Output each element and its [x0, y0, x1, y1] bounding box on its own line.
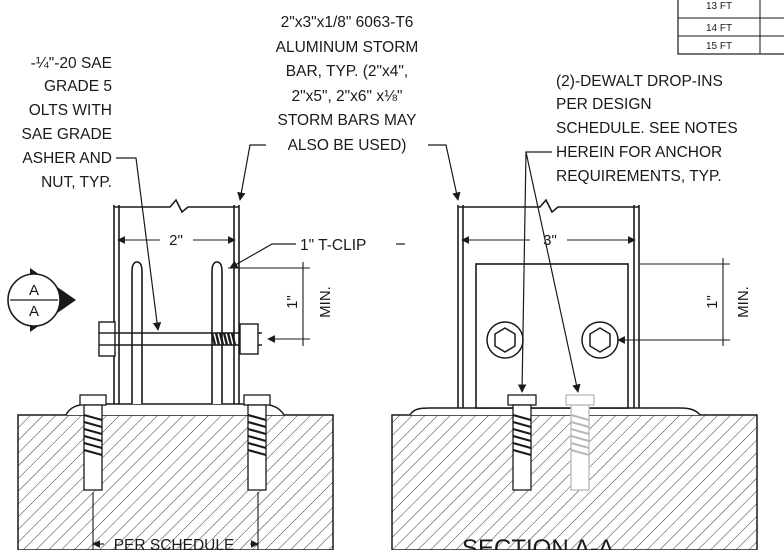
storm-bar-leader-right: [428, 144, 461, 201]
svg-text:-¼"-20 SAE: -¼"-20 SAE: [31, 55, 112, 72]
storm-bar-right: [457, 198, 640, 408]
hex-bolt-right-1: [486, 321, 524, 359]
svg-text:OLTS WITH: OLTS WITH: [29, 102, 112, 119]
svg-text:STORM BARS MAY: STORM BARS MAY: [278, 112, 417, 129]
section-title: SECTION A-A: [462, 535, 614, 550]
hex-bolt-right-2: [581, 321, 619, 359]
storm-bar-note: 2"x3"x1/8" 6063-T6 ALUMINUM STORM BAR, T…: [276, 14, 419, 154]
min-label-right: MIN.: [735, 286, 752, 318]
drop-ins-note: (2)-DEWALT DROP-INS PER DESIGN SCHEDULE.…: [556, 73, 738, 185]
svg-text:PER DESIGN: PER DESIGN: [556, 96, 652, 113]
section-marker-bottom: A: [29, 303, 39, 320]
section-marker-top: A: [29, 282, 39, 299]
drop-ins-leader-2: [525, 151, 581, 393]
svg-text:GRADE 5: GRADE 5: [44, 78, 112, 95]
svg-text:ALSO BE USED): ALSO BE USED): [288, 137, 407, 154]
schedule-row-14ft: 14 FT: [706, 23, 732, 34]
schedule-row-13ft: 13 FT: [706, 1, 732, 12]
per-schedule-label: PER SCHEDULE: [114, 537, 235, 550]
svg-text:NUT, TYP.: NUT, TYP.: [41, 174, 112, 191]
min-value-right: 1": [704, 295, 721, 309]
anchor-bolt-left-2: [243, 394, 271, 491]
t-clip-leader: [229, 243, 296, 269]
per-schedule-dimension: [92, 492, 259, 550]
svg-text:ASHER AND: ASHER AND: [22, 150, 112, 167]
section-marker: A A: [7, 268, 76, 332]
t-clip-label: 1" T-CLIP: [300, 237, 366, 254]
svg-text:2"x3"x1/8" 6063-T6: 2"x3"x1/8" 6063-T6: [281, 14, 414, 31]
schedule-row-15ft: 15 FT: [706, 41, 732, 52]
base-plate-left: [65, 403, 285, 416]
anchor-bolt-right-2: [565, 394, 595, 491]
base-plate-right: [409, 407, 701, 416]
anchor-bolt-left-1: [79, 394, 107, 491]
svg-text:SCHEDULE. SEE NOTES: SCHEDULE. SEE NOTES: [556, 120, 738, 137]
svg-text:2"x5", 2"x6" x⅛": 2"x5", 2"x6" x⅛": [291, 88, 402, 105]
svg-text:ALUMINUM STORM: ALUMINUM STORM: [276, 39, 419, 56]
min-value-left: 1": [284, 295, 301, 309]
schedule-table: 13 FT 14 FT 15 FT: [677, 0, 784, 55]
svg-text:REQUIREMENTS, TYP.: REQUIREMENTS, TYP.: [556, 168, 722, 185]
concrete-slab-left: [17, 414, 334, 550]
bolt-note-leader: [116, 157, 162, 331]
width-label-left: 2": [169, 232, 183, 249]
anchor-bolt-right-1: [507, 394, 537, 491]
storm-bar-leader-left: [237, 144, 266, 201]
svg-text:(2)-DEWALT DROP-INS: (2)-DEWALT DROP-INS: [556, 73, 723, 90]
bolt-note: -¼"-20 SAE GRADE 5 OLTS WITH SAE GRADE A…: [22, 55, 112, 191]
svg-text:BAR, TYP. (2"x4",: BAR, TYP. (2"x4",: [286, 63, 408, 80]
min-label-left: MIN.: [317, 286, 334, 318]
min-dimension-right: [617, 258, 730, 346]
svg-text:HEREIN FOR ANCHOR: HEREIN FOR ANCHOR: [556, 144, 722, 161]
min-dimension-left: [228, 262, 310, 346]
through-bolt-left: [98, 321, 262, 357]
svg-text:SAE GRADE: SAE GRADE: [22, 126, 112, 143]
storm-bar-left: [113, 198, 240, 404]
